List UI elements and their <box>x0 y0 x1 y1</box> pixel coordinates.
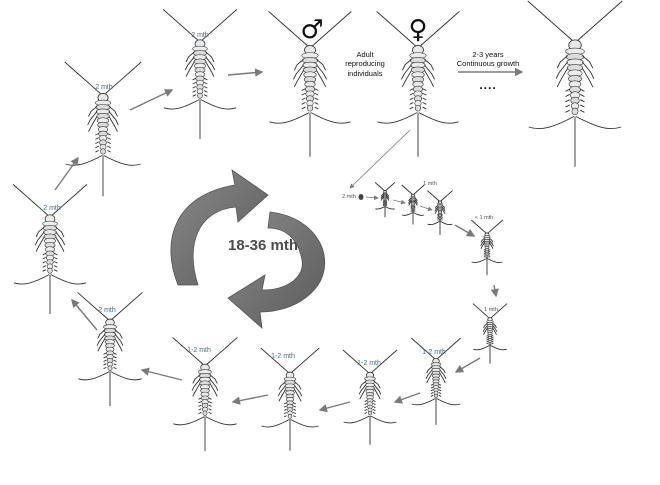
nymph-left-mid <box>12 184 88 314</box>
female-symbol: ♀ <box>408 15 428 45</box>
arrow-bottom-a-to-left-low <box>140 367 183 381</box>
adult-male <box>268 11 352 157</box>
hatchling-c <box>374 182 396 218</box>
arrow-bottom-b-to-a <box>231 394 269 405</box>
cycle-arrows <box>170 169 326 329</box>
nymph-top-left <box>162 9 238 139</box>
stage-label-small-1: 1 mth <box>484 307 498 313</box>
adult-text-line-3: individuals <box>347 68 383 78</box>
arrow-hatch-b-to-a <box>419 205 433 212</box>
arrow-left-mid-to-left-high <box>54 156 79 191</box>
growth-text-line-2: Continuous growth <box>456 59 520 69</box>
egg-label: 2 mth <box>342 194 356 200</box>
nymph-bottom-c <box>342 349 398 445</box>
nymph-small-1 <box>472 303 508 364</box>
stage-label-small-lt1: < 1 mth <box>474 215 494 221</box>
arrow-hatch-c-to-b <box>392 199 406 205</box>
stage-label-bottom-b: 1-2 mth <box>271 353 295 360</box>
hatchling-a <box>427 190 453 235</box>
stage-label-bottom-a: 1-2 mth <box>187 347 211 354</box>
stage-label-hatchling: 1 mth <box>423 181 437 187</box>
hatchling-b <box>401 184 425 225</box>
arrow-small-1-to-d <box>454 357 481 373</box>
adult-text-line-1: Adult <box>356 50 374 59</box>
stage-label-top-left: 2 mth <box>191 32 209 39</box>
adult-text: Adult reproducing individuals <box>345 50 385 78</box>
growth-text: 2-3 years Continuous growth <box>457 50 520 69</box>
stage-label-left-high: 2 mth <box>95 84 113 91</box>
arrow-female-to-egg <box>349 129 411 189</box>
arrow-hatch-to-lt1 <box>454 224 476 237</box>
arrow-egg-to-hatch <box>365 195 379 201</box>
egg <box>358 194 364 200</box>
nymph-bottom-b <box>260 347 320 451</box>
arrow-left-high-to-top-left <box>129 89 174 111</box>
growth-text-line-1: 2-3 years <box>472 50 504 59</box>
stage-label-bottom-d: 1-2 mth <box>422 349 446 356</box>
stage-label-left-low: 2 mth <box>98 307 116 314</box>
cycle-arrow-top <box>170 169 269 286</box>
stage-label-left-mid: 2 mth <box>43 205 61 212</box>
adult-growing <box>527 0 623 167</box>
nymph-bottom-a <box>172 337 238 452</box>
stage-label-bottom-c: 1-2 mth <box>357 360 381 367</box>
adult-female <box>376 11 460 157</box>
male-symbol: ♂ <box>300 15 324 45</box>
cycle-arrow-bottom <box>227 211 326 329</box>
arrow-bottom-d-to-c <box>393 392 421 404</box>
arrow-top-left-to-male <box>227 68 264 77</box>
arrow-lt1-to-small-1 <box>490 284 499 298</box>
cycle-label: 18-36 mth <box>227 237 299 254</box>
nymph-bottom-d <box>410 337 462 425</box>
nymph-small-lt1 <box>470 219 504 276</box>
adult-text-line-2: reproducing <box>345 59 385 69</box>
arrow-left-low-to-left-mid <box>71 298 98 331</box>
ellipsis: .... <box>479 78 497 92</box>
arrow-bottom-c-to-b <box>318 401 351 413</box>
nymph-left-high <box>64 61 142 197</box>
nymph-left-low <box>77 292 143 407</box>
